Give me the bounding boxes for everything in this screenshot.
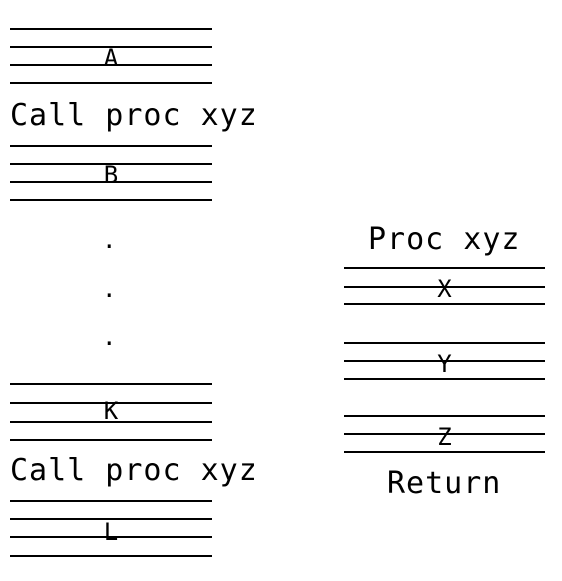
block-line (10, 536, 212, 538)
block-line (344, 451, 545, 453)
procedure-title: Proc xyz (368, 222, 521, 257)
block-line (10, 518, 212, 520)
proc-block-z: Z (344, 415, 545, 453)
block-line (344, 378, 545, 380)
block-line (344, 360, 545, 362)
block-label: A (103, 44, 119, 72)
block-line (10, 500, 212, 502)
proc-block-x: X (344, 267, 545, 305)
block-label: L (103, 518, 119, 546)
code-block-l: L (10, 500, 212, 557)
block-line (10, 163, 212, 165)
code-block-k: K (10, 383, 212, 441)
code-block-a: A (10, 28, 212, 84)
block-line (344, 433, 545, 435)
block-line (344, 415, 545, 417)
call-statement: Call proc xyz (10, 98, 258, 133)
block-line (10, 402, 212, 404)
return-label: Return (387, 466, 502, 501)
block-line (10, 46, 212, 48)
block-label: X (437, 275, 452, 303)
block-line (10, 64, 212, 66)
ellipsis-dot: . (102, 323, 117, 351)
block-line (10, 181, 212, 183)
block-label: Z (437, 423, 452, 451)
ellipsis-dot: . (102, 226, 117, 254)
proc-block-y: Y (344, 342, 545, 380)
block-line (10, 383, 212, 385)
block-line (10, 145, 212, 147)
block-line (344, 286, 545, 288)
block-line (10, 28, 212, 30)
block-line (10, 439, 212, 441)
block-line (10, 82, 212, 84)
block-line (344, 267, 545, 269)
ellipsis-dot: . (102, 275, 117, 303)
block-label: Y (437, 350, 452, 378)
code-block-b: B (10, 145, 212, 201)
block-line (10, 555, 212, 557)
block-label: B (103, 161, 119, 189)
block-line (344, 303, 545, 305)
block-line (344, 342, 545, 344)
block-line (10, 421, 212, 423)
block-line (10, 199, 212, 201)
block-label: K (103, 397, 119, 425)
call-statement: Call proc xyz (10, 453, 258, 488)
